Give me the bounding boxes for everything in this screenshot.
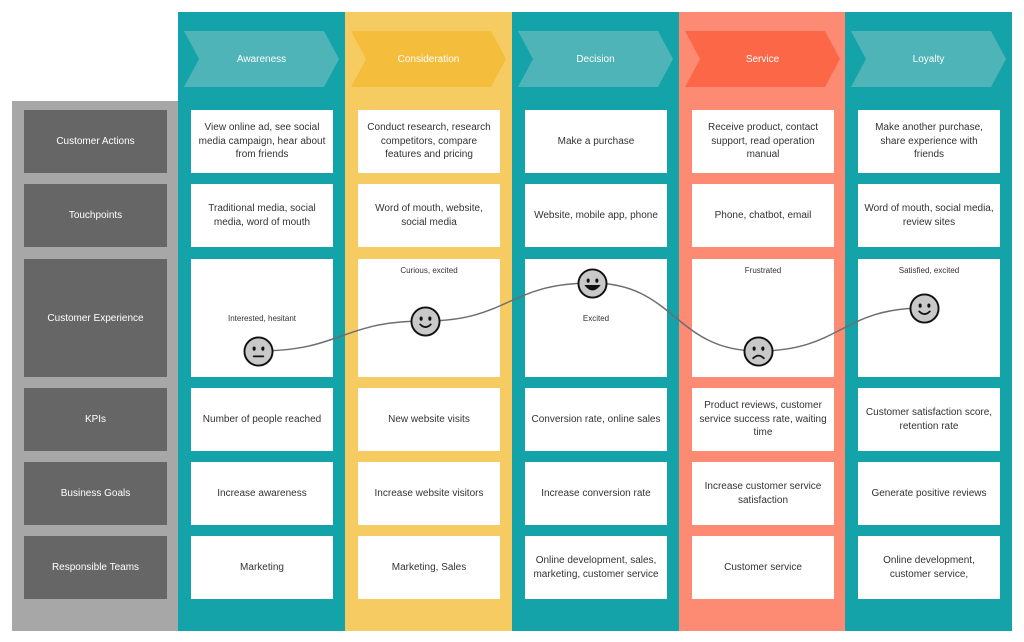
smile-face-icon xyxy=(409,305,441,337)
stage-chevron-consideration xyxy=(351,31,506,87)
cell-kpis-service: Product reviews, customer service succes… xyxy=(692,388,834,451)
cell-kpis-consideration: New website visits xyxy=(358,388,500,451)
grin-face-icon xyxy=(576,267,608,299)
experience-label-awareness: Interested, hesitant xyxy=(227,314,297,323)
stage-chevron-loyalty xyxy=(851,31,1006,87)
cell-responsible-teams-decision: Online development, sales, marketing, cu… xyxy=(525,536,667,599)
cell-kpis-decision: Conversion rate, online sales xyxy=(525,388,667,451)
smile-face-icon xyxy=(908,292,940,324)
stage-chevron-decision xyxy=(518,31,673,87)
row-label-responsible-teams: Responsible Teams xyxy=(24,536,167,599)
stage-title: Consideration xyxy=(397,53,460,65)
cell-touchpoints-service: Phone, chatbot, email xyxy=(692,184,834,247)
cell-touchpoints-loyalty: Word of mouth, social media, review site… xyxy=(858,184,1000,247)
cell-responsible-teams-loyalty: Online development, customer service, xyxy=(858,536,1000,599)
cell-business-goals-service: Increase customer service satisfaction xyxy=(692,462,834,525)
row-label-touchpoints: Touchpoints xyxy=(24,184,167,247)
stage-chevron-awareness xyxy=(184,31,339,87)
experience-label-consideration: Curious, excited xyxy=(400,266,458,275)
row-label-customer-actions: Customer Actions xyxy=(24,110,167,173)
neutral-face-icon xyxy=(242,335,274,367)
cell-responsible-teams-service: Customer service xyxy=(692,536,834,599)
stage-title: Decision xyxy=(576,53,615,65)
cell-customer-actions-service: Receive product, contact support, read o… xyxy=(692,110,834,173)
experience-label-loyalty: Satisfied, excited xyxy=(898,266,960,275)
cell-customer-actions-consideration: Conduct research, research competitors, … xyxy=(358,110,500,173)
row-label-customer-experience: Customer Experience xyxy=(24,259,167,377)
experience-label-service: Frustrated xyxy=(744,266,782,275)
cell-business-goals-loyalty: Generate positive reviews xyxy=(858,462,1000,525)
cell-responsible-teams-awareness: Marketing xyxy=(191,536,333,599)
cell-business-goals-decision: Increase conversion rate xyxy=(525,462,667,525)
cell-touchpoints-consideration: Word of mouth, website, social media xyxy=(358,184,500,247)
cell-responsible-teams-consideration: Marketing, Sales xyxy=(358,536,500,599)
cell-customer-actions-loyalty: Make another purchase, share experience … xyxy=(858,110,1000,173)
cell-kpis-loyalty: Customer satisfaction score, retention r… xyxy=(858,388,1000,451)
cell-customer-actions-awareness: View online ad, see social media campaig… xyxy=(191,110,333,173)
cell-kpis-awareness: Number of people reached xyxy=(191,388,333,451)
cell-touchpoints-awareness: Traditional media, social media, word of… xyxy=(191,184,333,247)
cell-touchpoints-decision: Website, mobile app, phone xyxy=(525,184,667,247)
experience-label-decision: Excited xyxy=(582,314,610,323)
row-label-kpis: KPIs xyxy=(24,388,167,451)
stage-title: Awareness xyxy=(236,53,287,65)
sad-face-icon xyxy=(742,335,774,367)
stage-chevron-service xyxy=(685,31,840,87)
stage-title: Loyalty xyxy=(912,53,945,65)
row-label-business-goals: Business Goals xyxy=(24,462,167,525)
cell-customer-actions-decision: Make a purchase xyxy=(525,110,667,173)
cell-business-goals-consideration: Increase website visitors xyxy=(358,462,500,525)
stage-title: Service xyxy=(745,53,780,65)
cell-business-goals-awareness: Increase awareness xyxy=(191,462,333,525)
